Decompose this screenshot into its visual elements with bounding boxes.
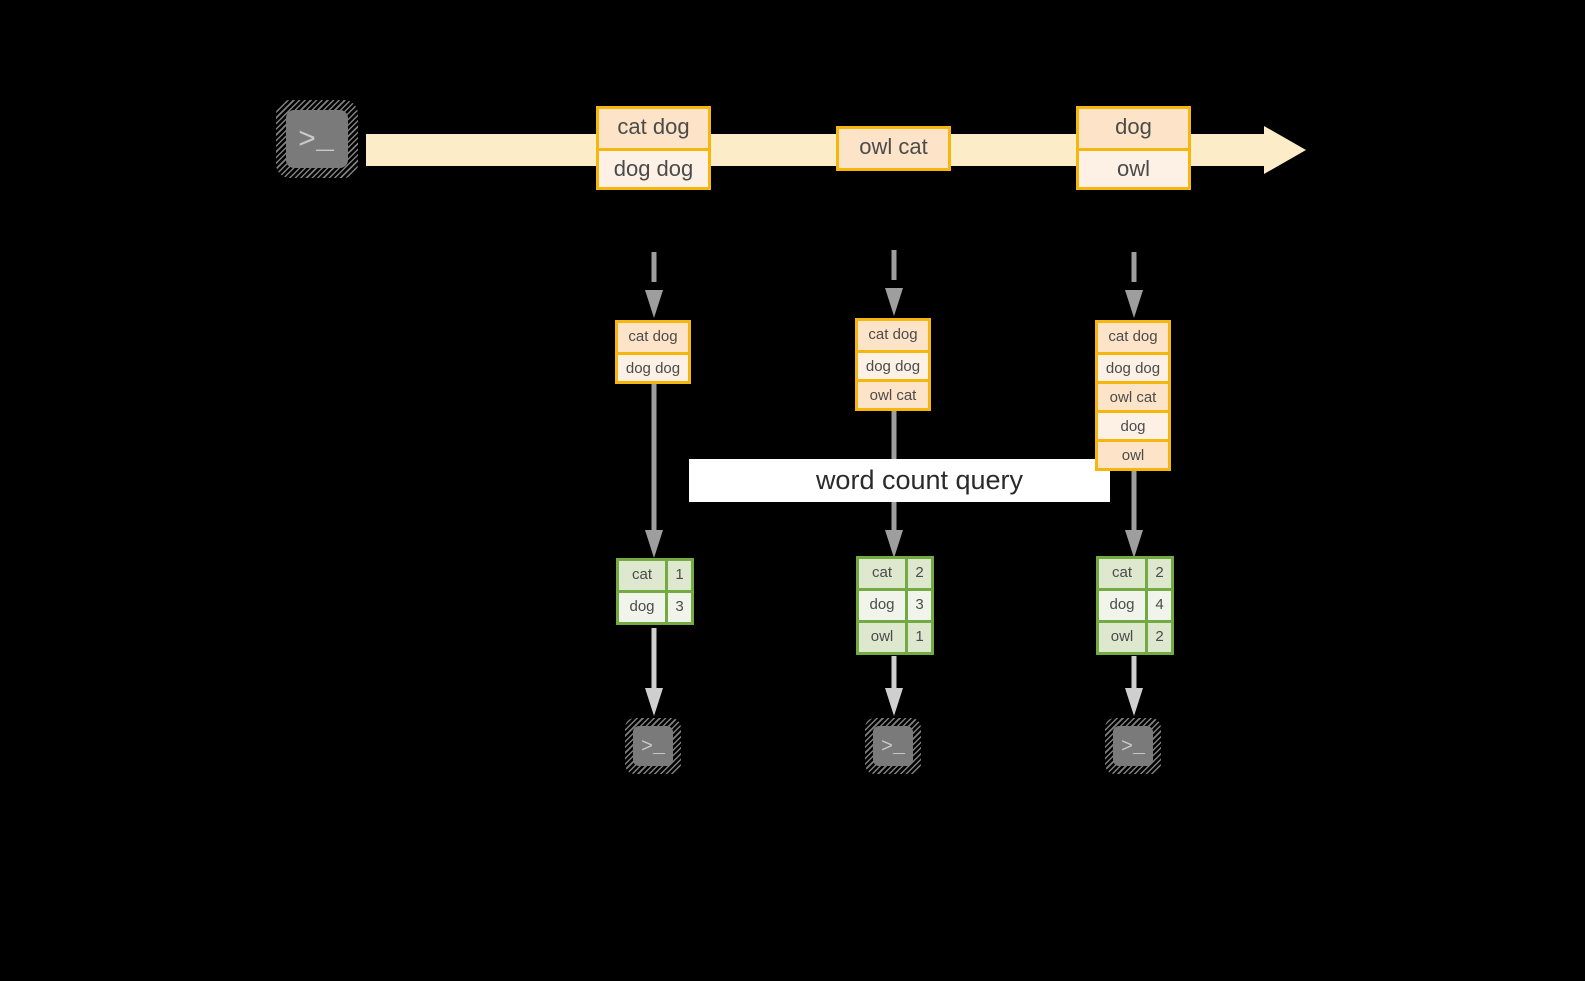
- terminal-screen: [286, 110, 348, 168]
- word-count-result-2[interactable]: cat 2 dog 3 owl 1: [856, 556, 934, 655]
- query-arrow-1: [645, 378, 663, 560]
- record-line: cat dog: [599, 109, 708, 148]
- record-line: dog: [1079, 109, 1188, 148]
- terminal-screen: [1113, 726, 1153, 766]
- result-value: 2: [1145, 559, 1171, 588]
- word-count-result-3[interactable]: cat 2 dog 4 owl 2: [1096, 556, 1174, 655]
- timeline-record-1[interactable]: cat dog dog dog: [596, 106, 711, 190]
- record-line: cat dog: [1098, 323, 1168, 352]
- buffered-records-stack-2[interactable]: cat dog dog dog owl cat: [855, 318, 931, 411]
- terminal-screen: [873, 726, 913, 766]
- buffered-records-stack-1[interactable]: cat dog dog dog: [615, 320, 691, 384]
- record-line: owl: [1098, 439, 1168, 468]
- output-arrow-2: [885, 656, 903, 718]
- query-arrow-3: [1125, 468, 1143, 560]
- result-value: 2: [905, 559, 931, 588]
- query-banner: word count query: [689, 459, 1110, 502]
- result-row: cat 2: [859, 559, 931, 588]
- result-row: owl 1: [859, 620, 931, 652]
- sink-terminal-icon-1[interactable]: >_: [625, 718, 681, 774]
- result-value: 1: [905, 623, 931, 652]
- result-key: cat: [619, 561, 665, 590]
- result-row: cat 2: [1099, 559, 1171, 588]
- source-terminal-icon[interactable]: >_: [276, 100, 358, 178]
- terminal-screen: [633, 726, 673, 766]
- terminal-prompt-glyph: >_: [1121, 736, 1146, 759]
- record-line: owl: [1079, 148, 1188, 187]
- record-line: dog dog: [858, 350, 928, 379]
- result-value: 3: [665, 593, 691, 622]
- output-arrow-1: [645, 628, 663, 718]
- record-line: dog: [1098, 410, 1168, 439]
- terminal-prompt-glyph: >_: [881, 736, 906, 759]
- result-value: 4: [1145, 591, 1171, 620]
- result-value: 2: [1145, 623, 1171, 652]
- result-row: dog 3: [859, 588, 931, 620]
- record-line: owl cat: [858, 379, 928, 408]
- result-row: owl 2: [1099, 620, 1171, 652]
- result-key: dog: [1099, 591, 1145, 620]
- result-value: 1: [665, 561, 691, 590]
- result-row: cat 1: [619, 561, 691, 590]
- result-key: dog: [619, 593, 665, 622]
- record-line: cat dog: [858, 321, 928, 350]
- result-key: owl: [1099, 623, 1145, 652]
- terminal-prompt-glyph: >_: [641, 736, 666, 759]
- record-line: dog dog: [618, 352, 688, 381]
- result-key: owl: [859, 623, 905, 652]
- terminal-prompt-glyph: >_: [298, 124, 335, 158]
- result-key: cat: [1099, 559, 1145, 588]
- record-line: cat dog: [618, 323, 688, 352]
- result-row: dog 3: [619, 590, 691, 622]
- result-row: dog 4: [1099, 588, 1171, 620]
- dashed-arrow-down-2: [885, 250, 903, 318]
- record-line: dog dog: [599, 148, 708, 187]
- timeline-record-2[interactable]: owl cat: [836, 126, 951, 171]
- record-line: owl cat: [839, 129, 948, 168]
- record-line: dog dog: [1098, 352, 1168, 381]
- word-count-result-1[interactable]: cat 1 dog 3: [616, 558, 694, 625]
- dashed-arrow-down-1: [645, 252, 663, 320]
- buffered-records-stack-3[interactable]: cat dog dog dog owl cat dog owl: [1095, 320, 1171, 471]
- output-arrow-3: [1125, 656, 1143, 718]
- dashed-arrow-down-3: [1125, 252, 1143, 320]
- query-banner-label: word count query: [815, 465, 1024, 495]
- sink-terminal-icon-3[interactable]: >_: [1105, 718, 1161, 774]
- sink-terminal-icon-2[interactable]: >_: [865, 718, 921, 774]
- result-value: 3: [905, 591, 931, 620]
- record-line: owl cat: [1098, 381, 1168, 410]
- result-key: dog: [859, 591, 905, 620]
- result-key: cat: [859, 559, 905, 588]
- timeline-record-3[interactable]: dog owl: [1076, 106, 1191, 190]
